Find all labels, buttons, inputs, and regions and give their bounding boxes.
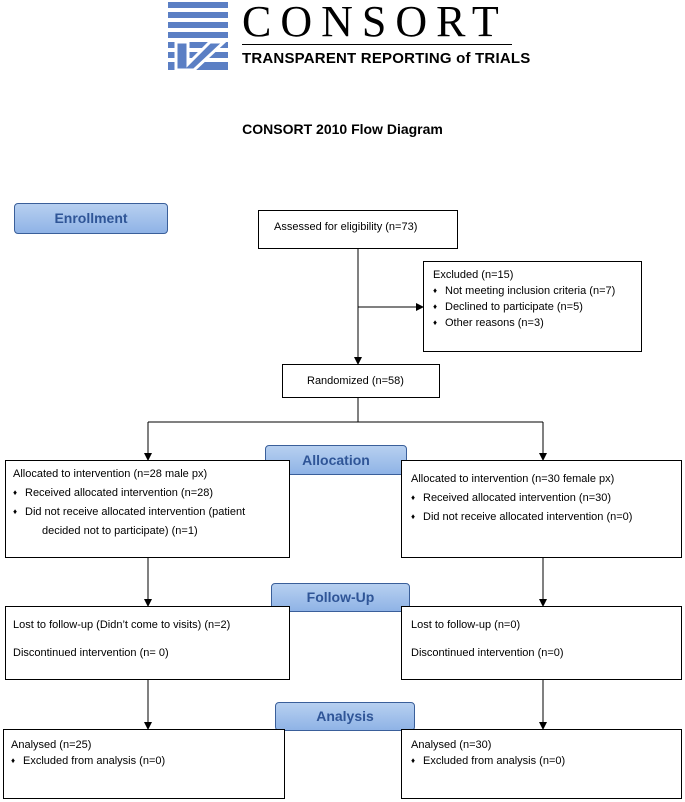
bullet-diamond-icon: ♦	[433, 302, 438, 311]
right-allocation-box: Allocated to intervention (n=30 female p…	[401, 460, 682, 558]
assessed-text: Assessed for eligibility (n=73)	[274, 221, 418, 233]
bullet-diamond-icon: ♦	[411, 493, 416, 502]
left-analysis-title: Analysed (n=25)	[11, 739, 92, 751]
left-followup-lost: Lost to follow-up (Didn’t come to visits…	[13, 619, 231, 631]
right-analysis-bullet: ♦ Excluded from analysis (n=0)	[411, 755, 566, 767]
logo-tagline: TRANSPARENT REPORTING of TRIALS	[242, 50, 531, 67]
bullet-diamond-icon: ♦	[11, 756, 16, 765]
excluded-bullet: ♦ Other reasons (n=3)	[433, 317, 544, 329]
right-followup-discontinued: Discontinued intervention (n=0)	[411, 647, 564, 659]
bullet-diamond-icon: ♦	[13, 507, 18, 516]
left-allocation-bullet: ♦ Did not receive allocated intervention…	[13, 506, 246, 518]
left-allocation-title: Allocated to intervention (n=28 male px)	[13, 468, 208, 480]
excluded-title: Excluded (n=15)	[433, 269, 514, 281]
randomized-box: Randomized (n=58)	[282, 364, 440, 398]
stage-followup: Follow-Up	[271, 583, 410, 612]
excluded-box: Excluded (n=15) ♦ Not meeting inclusion …	[423, 261, 642, 352]
right-followup-lost: Lost to follow-up (n=0)	[411, 619, 521, 631]
bullet-diamond-icon: ♦	[13, 488, 18, 497]
right-allocation-title: Allocated to intervention (n=30 female p…	[411, 473, 615, 485]
randomized-text: Randomized (n=58)	[307, 375, 404, 387]
right-followup-box: Lost to follow-up (n=0) Discontinued int…	[401, 606, 682, 680]
bullet-diamond-icon: ♦	[433, 286, 438, 295]
logo-divider	[242, 44, 512, 45]
bullet-diamond-icon: ♦	[411, 512, 416, 521]
right-analysis-box: Analysed (n=30) ♦ Excluded from analysis…	[401, 729, 682, 799]
logo-wordmark: CONSORT	[242, 0, 508, 46]
right-allocation-bullet: ♦ Did not receive allocated intervention…	[411, 511, 633, 523]
assessed-box: Assessed for eligibility (n=73)	[258, 210, 458, 249]
left-analysis-box: Analysed (n=25) ♦ Excluded from analysis…	[3, 729, 285, 799]
bullet-diamond-icon: ♦	[411, 756, 416, 765]
left-analysis-bullet: ♦ Excluded from analysis (n=0)	[11, 755, 166, 767]
excluded-bullet: ♦ Not meeting inclusion criteria (n=7)	[433, 285, 616, 297]
left-allocation-bullet-continued: decided not to participate) (n=1)	[42, 525, 198, 537]
stage-analysis: Analysis	[275, 702, 415, 731]
right-allocation-bullet: ♦ Received allocated intervention (n=30)	[411, 492, 612, 504]
diagram-title: CONSORT 2010 Flow Diagram	[242, 121, 443, 137]
stage-enrollment: Enrollment	[14, 203, 168, 234]
bullet-diamond-icon: ♦	[433, 318, 438, 327]
excluded-bullet: ♦ Declined to participate (n=5)	[433, 301, 583, 313]
consort-checkbox-icon	[168, 2, 228, 70]
left-followup-discontinued: Discontinued intervention (n= 0)	[13, 647, 169, 659]
left-allocation-bullet: ♦ Received allocated intervention (n=28)	[13, 487, 214, 499]
left-allocation-box: Allocated to intervention (n=28 male px)…	[5, 460, 290, 558]
left-followup-box: Lost to follow-up (Didn’t come to visits…	[5, 606, 290, 680]
consort-logo: CONSORT TRANSPARENT REPORTING of TRIALS	[168, 0, 530, 70]
right-analysis-title: Analysed (n=30)	[411, 739, 492, 751]
